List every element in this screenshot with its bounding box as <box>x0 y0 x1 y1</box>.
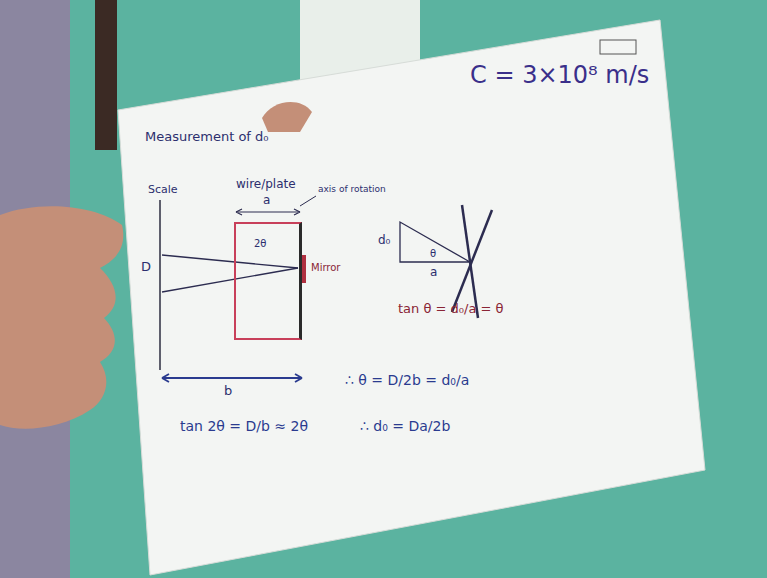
part-name: Mirror <box>311 262 340 274</box>
plate-box: wire/plate <box>234 222 302 340</box>
paper-sheet <box>118 20 705 575</box>
triangle <box>400 222 470 262</box>
dimension: a <box>263 194 270 208</box>
angle-label: 2θ <box>254 238 266 250</box>
dimension: d₀ <box>378 234 390 248</box>
equation: tan 2θ = D/b ≈ 2θ <box>180 418 308 434</box>
part-name: Scale <box>148 184 178 197</box>
dimension: b <box>224 384 232 399</box>
pole <box>95 0 117 150</box>
equation: tan θ = d₀/a = θ <box>398 302 503 317</box>
finger <box>262 102 312 132</box>
stamp-box <box>600 40 636 54</box>
angle-label: θ <box>430 248 436 260</box>
part-name: axis of rotation <box>318 184 386 194</box>
title: Measurement of d₀ <box>145 130 269 145</box>
ray-lower <box>162 268 298 292</box>
hand <box>0 206 123 428</box>
b-dimension <box>162 377 302 379</box>
dimension: a <box>430 266 437 280</box>
equation: ∴ d₀ = Da/2b <box>360 418 450 434</box>
axis-leader <box>300 196 316 206</box>
ray-upper <box>162 255 298 268</box>
node-heading: wire/plate <box>236 178 296 192</box>
equation: ∴ θ = D/2b = d₀/a <box>345 372 469 388</box>
a-dimension <box>236 211 300 212</box>
formula-constant: C = 3×10⁸ m/s <box>470 62 649 90</box>
scale-line <box>159 200 161 370</box>
a-arrowheads <box>236 209 300 215</box>
cross-line <box>452 210 492 312</box>
b-arrowheads <box>162 374 302 382</box>
dimension: D <box>141 260 151 275</box>
